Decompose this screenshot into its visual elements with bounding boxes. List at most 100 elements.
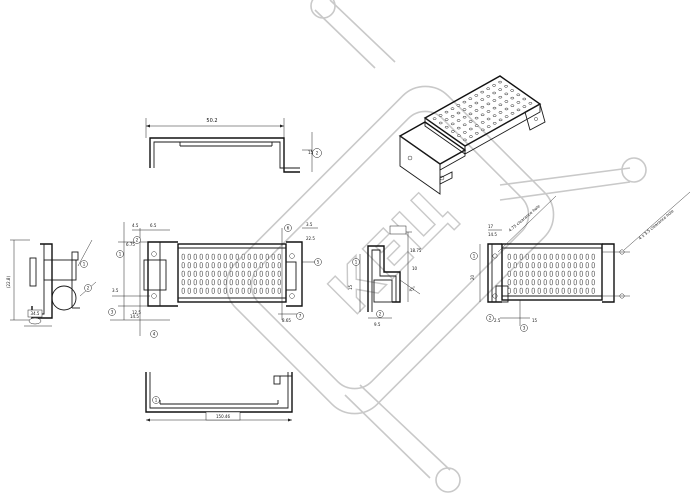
perforation-slot xyxy=(205,270,209,277)
perforation-slot xyxy=(549,270,553,277)
svg-text:2: 2 xyxy=(87,286,90,291)
perforation-slot xyxy=(259,287,263,294)
iso-perforation-hole xyxy=(516,108,521,112)
perforation-slot xyxy=(247,270,251,277)
bottom-length-dim: 150.46 xyxy=(216,414,230,419)
perforation-slot xyxy=(513,287,517,294)
perforation-slot xyxy=(253,279,257,286)
perforation-slot xyxy=(199,262,203,269)
perforation-slot xyxy=(235,279,239,286)
watermark: КЕЦ xyxy=(225,0,647,493)
perforation-slot xyxy=(181,253,185,260)
iso-perforation-hole xyxy=(474,101,479,105)
perforation-slot xyxy=(513,253,517,260)
iso-perforation-hole xyxy=(462,131,467,134)
perforation-slot xyxy=(561,287,565,294)
iso-perforation-hole xyxy=(468,112,473,116)
perforation-slot xyxy=(211,279,215,286)
perforation-slot xyxy=(561,279,565,286)
perforation-slot xyxy=(211,287,215,294)
svg-text:1: 1 xyxy=(119,252,122,257)
perforation-slot xyxy=(555,270,559,277)
perforation-slot xyxy=(579,279,583,286)
perforation-slot xyxy=(573,270,577,277)
svg-text:18.75: 18.75 xyxy=(410,248,422,253)
perforation-slot xyxy=(507,287,511,294)
perforation-slot xyxy=(543,270,547,277)
iso-perforation-hole xyxy=(463,138,467,142)
iso-perforation-hole xyxy=(480,121,485,124)
perforation-slot xyxy=(205,287,209,294)
iso-perforation-hole xyxy=(444,118,449,121)
iso-perforation-hole xyxy=(528,102,533,105)
iso-perforation-hole xyxy=(456,119,461,122)
perforation-slot xyxy=(525,262,529,269)
svg-text:4.5: 4.5 xyxy=(132,223,139,228)
perforation-slot xyxy=(537,262,541,269)
perforation-slot xyxy=(193,262,197,269)
iso-perforation-hole xyxy=(469,135,473,138)
perforation-slot xyxy=(217,287,221,294)
perforation-slot xyxy=(217,270,221,277)
perforation-slot xyxy=(531,270,535,277)
iso-perforation-hole xyxy=(474,94,479,97)
svg-text:6: 6 xyxy=(287,226,290,231)
iso-perforation-hole xyxy=(456,111,461,115)
perforation-slot xyxy=(211,270,215,277)
iso-perforation-hole xyxy=(456,104,461,107)
perforation-slot xyxy=(241,262,245,269)
iso-perforation-hole xyxy=(480,105,485,109)
iso-perforation-hole xyxy=(457,134,461,137)
svg-text:1: 1 xyxy=(355,260,358,265)
perforation-slot xyxy=(585,253,589,260)
perforation-slot xyxy=(543,279,547,286)
iso-perforation-hole xyxy=(450,130,455,133)
iso-perforation-hole xyxy=(498,103,503,107)
perforation-slot xyxy=(579,253,583,260)
perforation-slot xyxy=(181,287,185,294)
perforation-slot xyxy=(253,270,257,277)
perforation-slot xyxy=(277,253,281,260)
iso-perforation-hole xyxy=(504,85,508,88)
perforation-slot xyxy=(525,270,529,277)
perforation-slot xyxy=(187,262,191,269)
perforation-slot xyxy=(561,262,565,269)
iso-perforation-hole xyxy=(492,84,496,87)
svg-text:3: 3 xyxy=(523,326,526,331)
perforation-slot xyxy=(271,262,275,269)
perforation-slot xyxy=(519,262,523,269)
perforation-slot xyxy=(567,270,571,277)
top-view: 50.2 15 2 xyxy=(145,118,322,173)
perforation-slot xyxy=(573,279,577,286)
iso-perforation-hole xyxy=(444,125,449,129)
perforation-slot xyxy=(561,253,565,260)
iso-perforation-hole xyxy=(498,111,503,114)
perforation-slot xyxy=(507,262,511,269)
perforation-slot xyxy=(519,253,523,260)
perforation-slot xyxy=(567,262,571,269)
perforation-slot xyxy=(525,279,529,286)
perforation-slot xyxy=(259,262,263,269)
perforation-slot xyxy=(223,253,227,260)
perforation-slot xyxy=(193,279,197,286)
left-height-dim: (22.8) xyxy=(6,276,11,288)
perforation-slot xyxy=(247,279,251,286)
svg-text:20: 20 xyxy=(470,274,475,280)
svg-text:14.5: 14.5 xyxy=(488,232,497,237)
perforation-slot xyxy=(531,262,535,269)
perforation-slot xyxy=(217,262,221,269)
perforation-slot xyxy=(513,279,517,286)
svg-text:12.5: 12.5 xyxy=(132,310,141,315)
iso-perforation-hole xyxy=(462,115,467,119)
perforation-slot xyxy=(525,253,529,260)
perforation-slot xyxy=(223,279,227,286)
svg-text:2: 2 xyxy=(379,312,382,317)
iso-perforation-hole xyxy=(456,126,461,130)
iso-perforation-hole xyxy=(498,80,502,84)
svg-text:15: 15 xyxy=(532,318,538,323)
svg-text:4: 4 xyxy=(153,332,156,337)
perforation-slot xyxy=(567,287,571,294)
svg-text:1: 1 xyxy=(155,398,158,403)
perforation-slot xyxy=(579,262,583,269)
svg-text:14.5: 14.5 xyxy=(130,314,139,319)
